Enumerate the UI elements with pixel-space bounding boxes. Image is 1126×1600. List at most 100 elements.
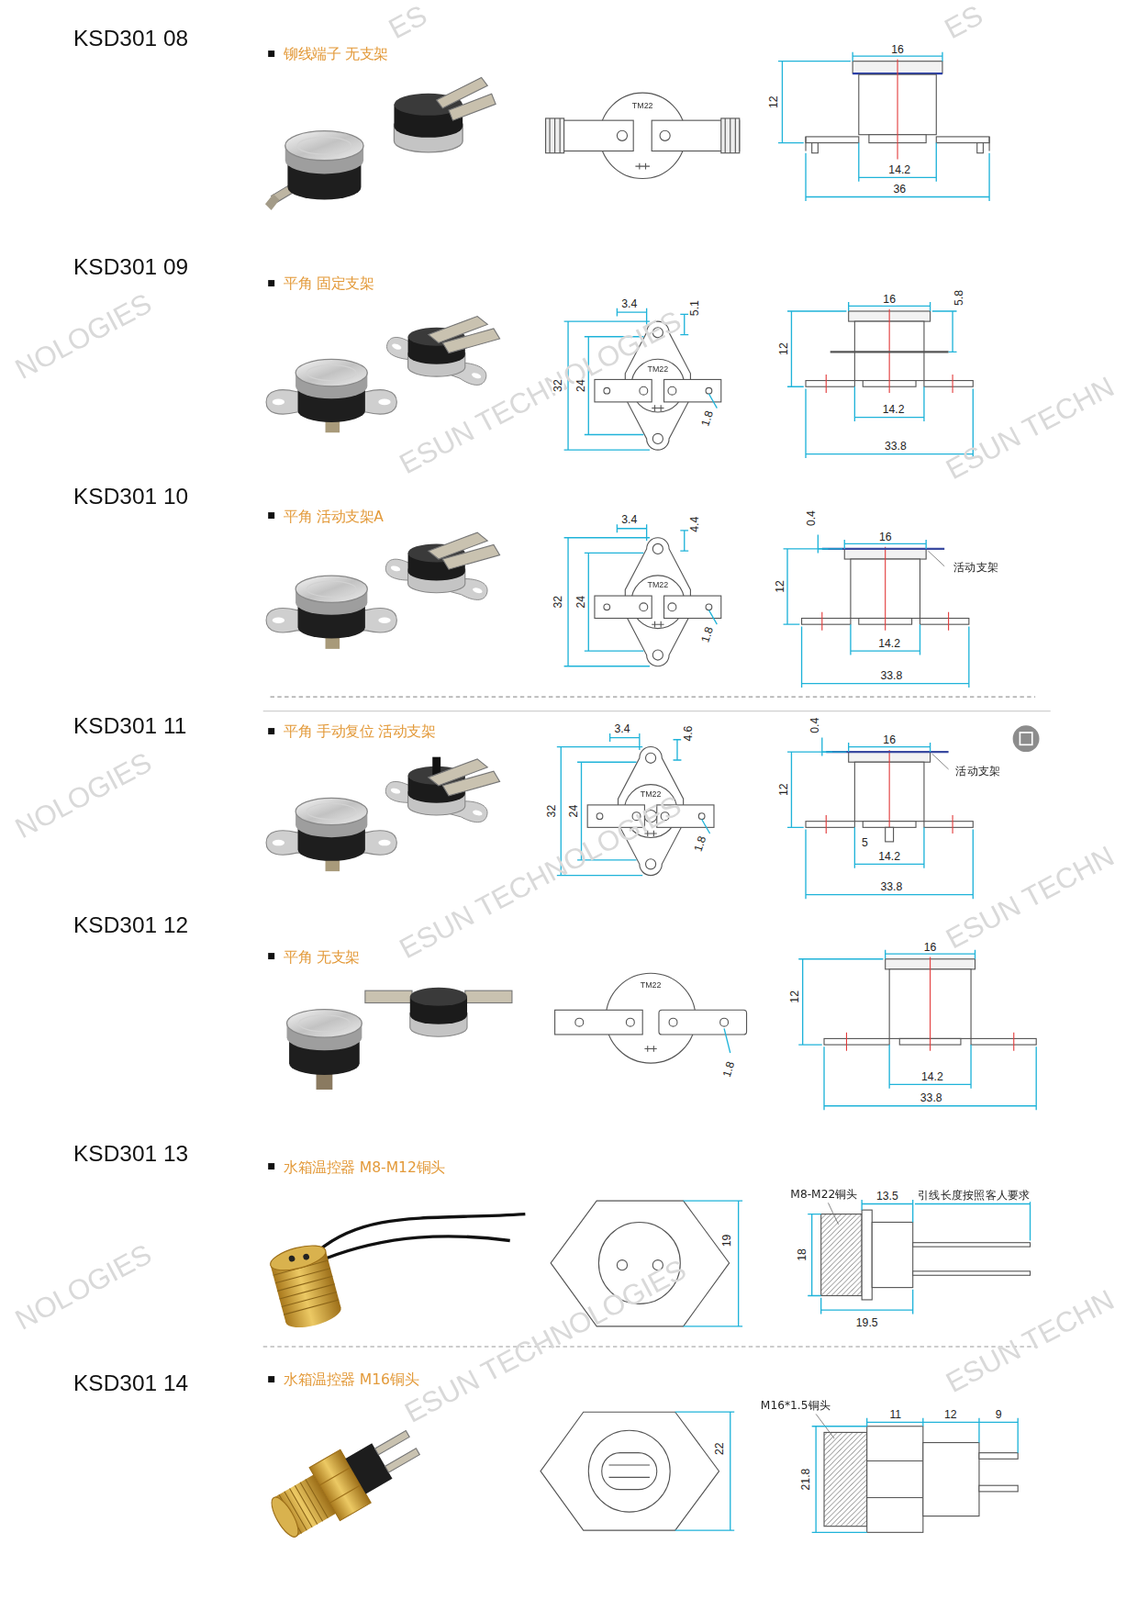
product-photo <box>287 1009 363 1076</box>
top-view <box>644 1045 657 1052</box>
product-photo <box>442 770 500 796</box>
side-view <box>783 534 970 688</box>
top-view <box>668 1017 678 1026</box>
dimension-value: 1.8 <box>719 1059 737 1080</box>
side-view <box>821 1289 914 1315</box>
product-drawings <box>564 523 718 666</box>
dimension-value: 11 <box>888 1407 903 1420</box>
top-view <box>625 1017 635 1026</box>
product-photo <box>267 1214 526 1333</box>
dimension-value: 24 <box>567 803 580 819</box>
side-view <box>914 1199 1031 1240</box>
product-photo <box>295 797 368 860</box>
dimension-value: 14.2 <box>920 1070 945 1082</box>
dimension-value: 33.8 <box>879 880 904 892</box>
section-heading: 平角 活动支架A <box>283 507 384 524</box>
top-view <box>616 1259 627 1271</box>
side-view <box>979 1452 1018 1460</box>
top-view <box>555 972 747 1063</box>
dimension-value: 16 <box>878 530 893 543</box>
side-view <box>923 1442 980 1517</box>
product-photo <box>384 316 501 389</box>
dimension-value: 16 <box>890 43 905 56</box>
product-photo <box>267 1240 329 1276</box>
side-view <box>871 1221 913 1287</box>
separator-lines <box>263 696 1051 1347</box>
side-view <box>977 143 984 154</box>
product-photo <box>262 1415 429 1548</box>
watermark: ES <box>940 0 988 45</box>
product-photo <box>266 532 501 649</box>
section-heading: 水箱温控器 M16铜头 <box>283 1371 419 1388</box>
side-view <box>913 1242 1031 1247</box>
model-number: KSD301 13 <box>73 1140 189 1167</box>
watermark: NOLOGIES <box>11 289 157 385</box>
bullet-mark: ■ <box>267 1371 276 1387</box>
side-view <box>787 301 931 387</box>
side-view <box>787 737 973 900</box>
dimension-value: 16 <box>881 733 897 746</box>
side-view <box>822 737 833 757</box>
watermark: ES <box>384 0 432 45</box>
top-view <box>540 1411 719 1530</box>
bullet-mark: ■ <box>267 46 276 63</box>
side-view <box>824 1431 868 1526</box>
bullet-mark: ■ <box>267 948 276 965</box>
bullet-mark: ■ <box>267 724 276 740</box>
top-view <box>683 1200 743 1327</box>
dimension-value: 1.8 <box>691 833 709 854</box>
separator-lines <box>263 710 1051 712</box>
product-photo <box>266 757 501 871</box>
watermark: ESUN TECHNOLOGIES <box>400 1255 691 1428</box>
product-photo <box>365 990 413 1003</box>
top-view <box>546 92 740 179</box>
top-view <box>616 130 627 141</box>
product-photo <box>323 1236 510 1260</box>
product-photo <box>285 131 364 201</box>
side-view <box>807 1199 1030 1314</box>
side-view <box>805 749 973 834</box>
product-photo <box>287 987 513 1090</box>
dimension-value: 24 <box>574 378 587 393</box>
top-view <box>658 1009 747 1035</box>
section-heading: 平角 固定支架 <box>283 275 374 292</box>
side-view <box>846 957 1014 1051</box>
model-number: KSD301 11 <box>73 713 187 739</box>
side-view <box>885 826 894 842</box>
dimension-value: 12 <box>788 989 801 1004</box>
model-number: KSD301 14 <box>73 1370 189 1396</box>
product-photo <box>442 328 500 354</box>
side-view <box>798 949 1037 1110</box>
side-view <box>802 546 970 631</box>
product-photo <box>267 1240 345 1333</box>
top-view <box>609 1464 650 1477</box>
top-view <box>549 118 736 154</box>
product-photo <box>318 1214 526 1251</box>
side-view <box>807 1214 821 1296</box>
product-drawings <box>594 537 722 667</box>
product-photo <box>385 1448 421 1472</box>
dimension-value: 1.8 <box>698 624 716 645</box>
side-view <box>802 625 970 688</box>
dimension-value: 4.6 <box>680 724 693 742</box>
logo-text: TM22 <box>646 581 669 591</box>
dimension-value: 32 <box>544 803 557 819</box>
product-photo <box>265 131 364 211</box>
dimension-value: 12 <box>767 94 780 110</box>
section-heading: 水箱温控器 M8-M12铜头 <box>283 1159 446 1176</box>
separator-lines <box>270 696 1037 698</box>
dimension-value: 5 <box>860 836 870 848</box>
dimension-value: 19 <box>720 1233 733 1249</box>
dimension-value: 1.8 <box>698 407 716 428</box>
dimension-value: 3.4 <box>613 722 631 735</box>
side-view <box>805 829 973 900</box>
side-view <box>854 386 925 422</box>
product-photo <box>393 77 496 152</box>
product-photo <box>266 575 397 649</box>
product-photo <box>266 797 397 871</box>
side-view <box>932 753 949 770</box>
top-view <box>555 1009 644 1035</box>
side-view <box>812 1413 1019 1532</box>
product-photo <box>267 1493 304 1540</box>
dimension-value: 0.4 <box>808 716 821 735</box>
